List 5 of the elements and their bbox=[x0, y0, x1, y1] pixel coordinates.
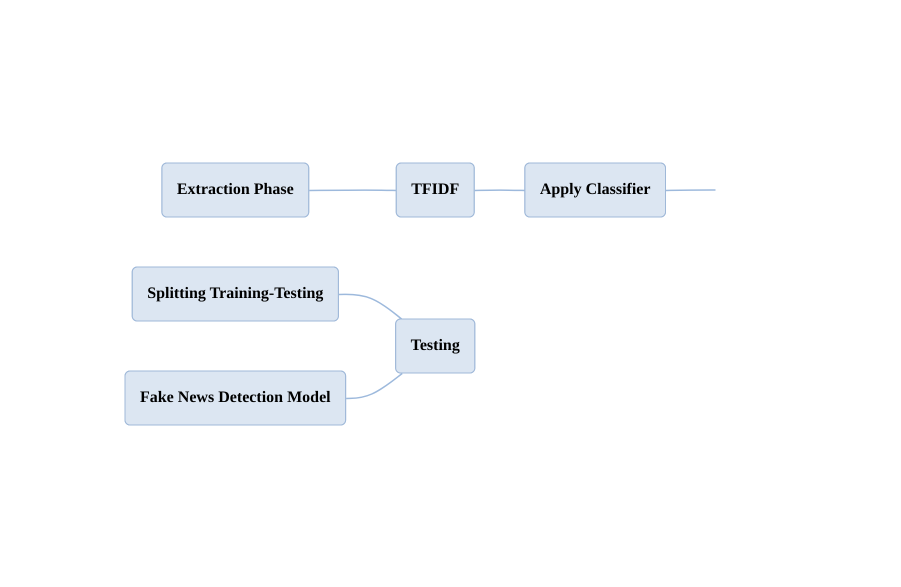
connector bbox=[310, 188, 397, 191]
connector bbox=[339, 293, 403, 320]
connector bbox=[666, 188, 716, 191]
connector bbox=[474, 188, 526, 191]
connector bbox=[346, 372, 403, 399]
